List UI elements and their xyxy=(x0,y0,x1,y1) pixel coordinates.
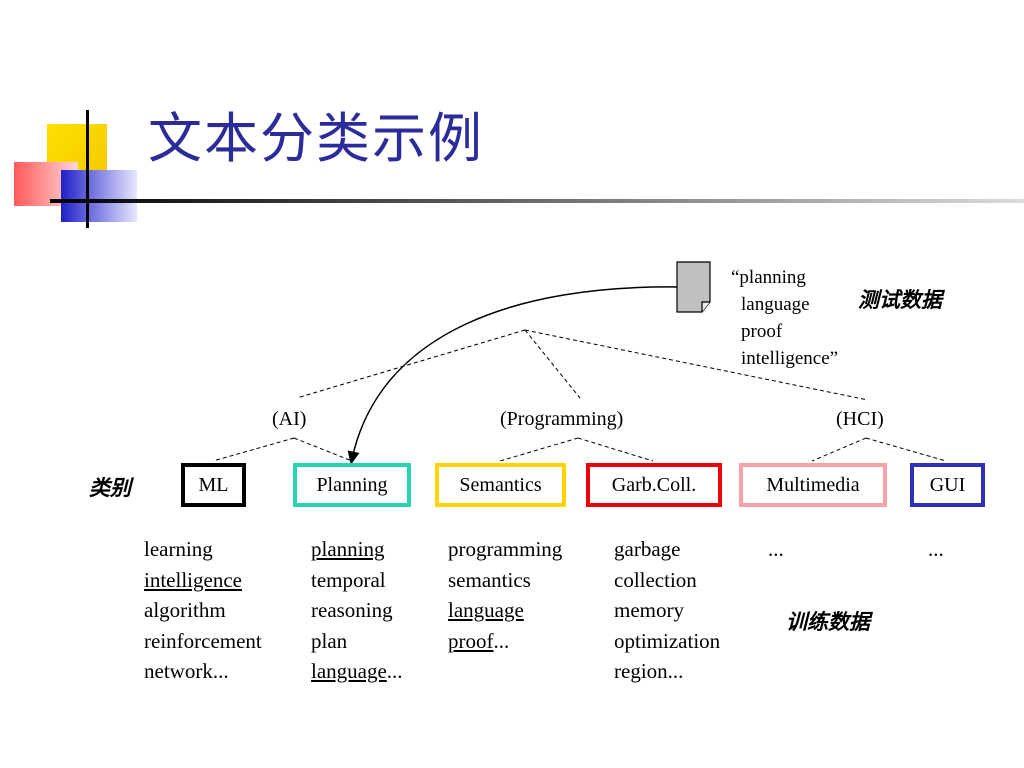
logo-blue-square xyxy=(61,170,137,222)
training-data-label: 训练数据 xyxy=(786,610,870,634)
word-matched: intelligence xyxy=(144,567,242,592)
word-matched: language xyxy=(311,659,387,683)
box-garb-coll: Garb.Coll. xyxy=(586,463,722,507)
test-doc-line: intelligence” xyxy=(741,348,839,369)
word-matched: planning xyxy=(311,537,385,561)
word: garbage xyxy=(614,537,681,561)
logo-vertical-line xyxy=(86,110,89,228)
test-doc-line: “planning xyxy=(731,267,806,288)
word: programming xyxy=(448,537,563,561)
root-to-programming-line xyxy=(524,329,581,399)
training-words-gui: ... xyxy=(928,537,944,561)
root-to-hci-line xyxy=(524,329,869,401)
word-matched: proof xyxy=(448,628,494,653)
category-hci: (HCI) xyxy=(836,408,884,430)
box-semantics: Semantics xyxy=(435,463,566,507)
test-document-text: “planning language proof intelligence” xyxy=(731,264,838,372)
ellipsis: ... xyxy=(386,659,403,683)
document-icon xyxy=(676,261,711,313)
word: reinforcement xyxy=(144,628,262,653)
hci-to-multimedia-line xyxy=(811,437,867,462)
category-ai: (AI) xyxy=(272,408,307,430)
root-to-ai-line xyxy=(296,329,526,399)
box-multimedia: Multimedia xyxy=(739,463,887,507)
word: reasoning xyxy=(311,598,393,622)
word: collection xyxy=(614,567,697,592)
slide-title: 文本分类示例 xyxy=(148,107,484,170)
test-doc-line: proof xyxy=(741,321,783,342)
hci-to-gui-line xyxy=(865,437,947,462)
box-planning: Planning xyxy=(293,463,411,507)
title-underline xyxy=(50,199,1024,203)
training-words-planning: planning temporal reasoning plan languag… xyxy=(311,534,403,687)
word: plan xyxy=(311,628,348,653)
test-data-label: 测试数据 xyxy=(858,288,942,312)
test-doc-line: language xyxy=(741,294,810,315)
training-words-ml: learning intelligence algorithm reinforc… xyxy=(144,534,262,687)
word-row: language... xyxy=(311,656,403,687)
word: network... xyxy=(144,659,229,683)
programming-to-garbcoll-line xyxy=(577,437,654,462)
category-programming: (Programming) xyxy=(500,408,624,430)
category-label: 类别 xyxy=(89,476,131,500)
word: learning xyxy=(144,537,213,561)
programming-to-semantics-line xyxy=(499,437,579,462)
classification-arrow xyxy=(347,286,679,465)
word-row: proof... xyxy=(448,626,562,657)
word: semantics xyxy=(448,567,531,592)
word: temporal xyxy=(311,567,386,592)
training-words-garb-coll: garbage collection memory optimization r… xyxy=(614,534,720,687)
ai-to-ml-line xyxy=(212,437,295,462)
box-gui: GUI xyxy=(910,463,985,507)
training-words-semantics: programming semantics language proof... xyxy=(448,534,562,656)
training-words-multimedia: ... xyxy=(768,537,784,561)
ai-to-planning-line xyxy=(293,437,353,462)
word: memory xyxy=(614,598,684,622)
word-matched: language xyxy=(448,598,524,622)
box-ml: ML xyxy=(181,463,246,507)
word: optimization xyxy=(614,628,721,653)
word: region... xyxy=(614,659,684,683)
word: algorithm xyxy=(144,598,226,622)
ellipsis: ... xyxy=(493,628,510,653)
